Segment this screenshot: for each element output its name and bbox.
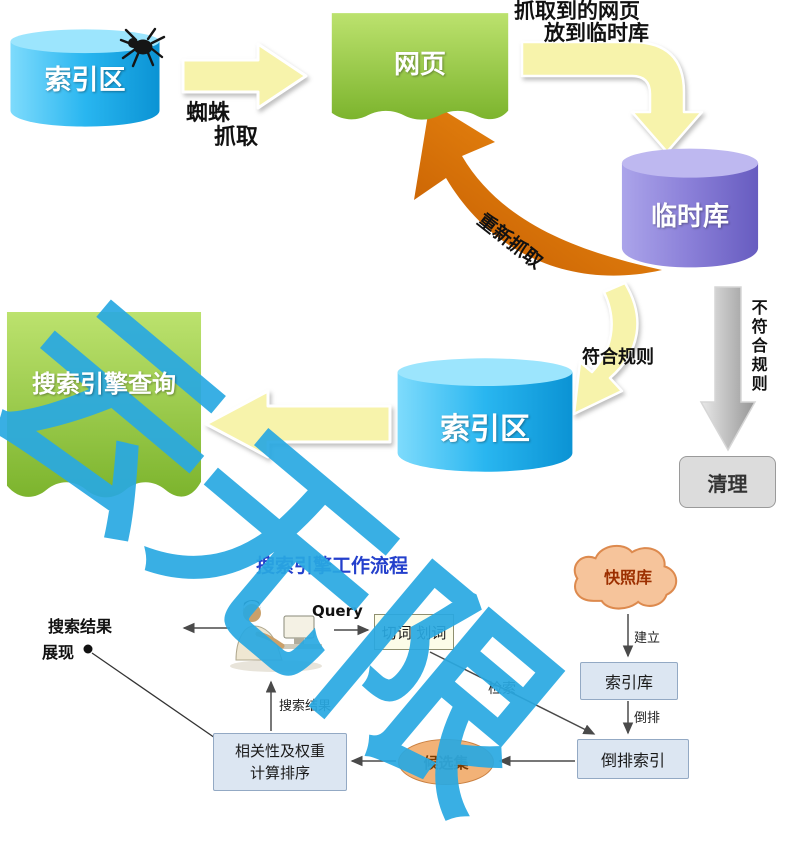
index-store-box: 索引库 [580,662,678,700]
snapshot-store-label: 快照库 [603,568,652,587]
inverted-index-label: 倒排索引 [600,751,665,770]
build-label: 建立 [634,631,661,646]
candidate-set-label: 候选集 [423,753,469,772]
cleanup-box: 清理 [679,456,776,508]
retrieve-line [429,651,596,735]
ranking-label-line2: 计算排序 [249,764,310,782]
search-query-doc [6,312,202,498]
result-leader-line [91,652,219,741]
match-rule-label: 符合规则 [582,347,654,368]
arrows-layer [83,40,757,767]
ranking-label-line1: 相关性及权重 [234,741,325,760]
webpage-doc [331,13,509,120]
to-temp-label-line2: 放到临时库 [544,21,649,45]
result-display-label-line1: 搜索结果 [48,617,113,636]
query-label: Query [312,602,363,620]
diagram-canvas: { "watermark": { "text": "云无限", "color":… [0,0,776,856]
inverted-index-box: 倒排索引 [577,739,689,779]
match-rule-arrow [572,281,639,416]
result-display-label-line2: 展现 [42,643,75,662]
to-search-query-arrow [204,389,392,459]
crawl-arrow [181,42,308,110]
index-store-label: 索引库 [604,673,653,692]
retrieve-label: 检索 [488,681,516,697]
index-area-source-cylinder [10,29,160,127]
result-leader-dot [83,644,93,654]
cleanup-label: 清理 [707,471,748,496]
snapshot-store-cloud: 快照库 [562,538,694,614]
to-temp-label-line1: 抓取到的网页 [514,0,640,23]
spider-crawl-label-line2: 抓取 [214,125,259,150]
bottom-flow-title: 搜索引擎工作流程 [256,555,409,577]
to-temp-arrow [520,40,704,154]
invert-label: 倒排 [634,711,661,726]
word-segment-box: 切词 划词 [374,614,454,650]
spider-crawl-label-line1: 蜘蛛 [186,101,231,126]
not-match-rule-arrow [699,286,757,452]
spider-icon [119,27,166,68]
return-results-label: 搜索结果 [279,699,332,714]
ranking-box: 相关性及权重 计算排序 [213,733,347,791]
index-area-main-cylinder [397,358,573,472]
candidate-set-ellipse: 候选集 [398,739,494,785]
cloud-icon [573,544,678,610]
recrawl-arrow [414,102,662,276]
not-match-rule-label: 不符合规则 [748,299,768,394]
word-segment-label: 切词 划词 [381,623,447,642]
temp-store-cylinder [621,148,759,268]
user-at-computer-icon [230,600,322,672]
